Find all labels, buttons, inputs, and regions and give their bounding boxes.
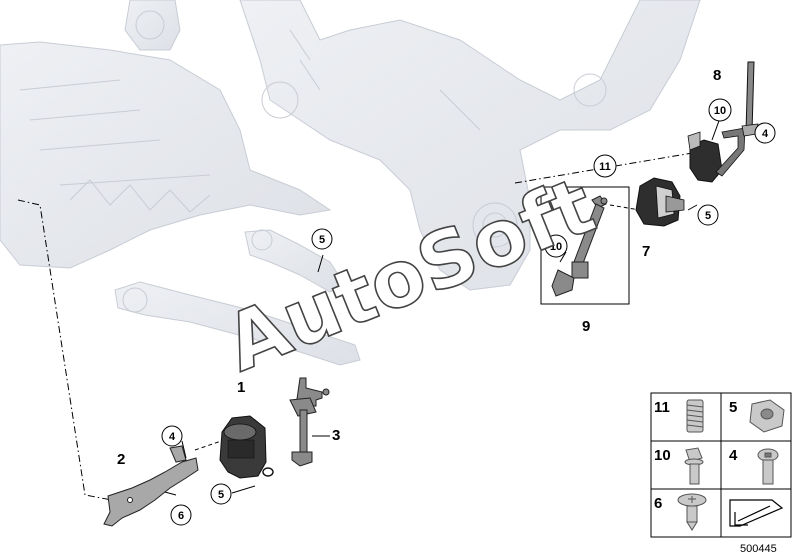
- part-9-sensor-assembly: [551, 195, 608, 297]
- legend-6: 6: [654, 495, 662, 512]
- circle-6: [170, 504, 192, 526]
- part-3-coupling-rod: [289, 377, 330, 467]
- circle-4-right: [754, 122, 776, 144]
- circle-10-top: [708, 98, 732, 122]
- callout-7: 7: [642, 243, 650, 260]
- callout-3: 3: [332, 427, 340, 444]
- callout-labels: 1 2 3 7 8 9: [117, 67, 721, 468]
- hex-nut-icon: [749, 399, 785, 433]
- subframe-ghost-details: [19, 10, 607, 313]
- legend-4: 4: [729, 447, 738, 464]
- legend-11: 11: [654, 399, 670, 416]
- part-2-bracket: [103, 445, 199, 527]
- callout-8: 8: [713, 67, 721, 84]
- callout-10-group: 10: [550, 241, 562, 253]
- callout-4-left: 4: [169, 431, 176, 443]
- arrow-indicator-icon: [729, 499, 784, 527]
- part-4-bracket-right: [687, 127, 746, 183]
- fastener-legend: 11 5 10 4 6: [650, 392, 792, 538]
- circle-4-left: [161, 425, 183, 447]
- circled-callout-text: 4 4 5 5 5 6 10 10 11: [169, 105, 769, 522]
- torx-screw-icon: [677, 493, 707, 531]
- callout-10-top: 10: [714, 105, 726, 117]
- subframe-ghost: [0, 0, 701, 366]
- circle-5-arm: [311, 228, 333, 250]
- callout-11: 11: [599, 161, 611, 173]
- part-8-rod: [741, 61, 759, 137]
- flange-bolt-icon: [684, 447, 704, 485]
- callout-4-right: 4: [762, 128, 769, 140]
- circled-callouts: [161, 98, 776, 526]
- circle-5-bottom: [210, 483, 232, 505]
- part-9-group-frame: [540, 186, 630, 305]
- callout-2: 2: [117, 451, 125, 468]
- diagram-number: 500445: [740, 543, 777, 555]
- legend-5: 5: [729, 399, 737, 416]
- legend-10: 10: [654, 447, 671, 464]
- circle-10-group: [544, 234, 568, 258]
- socket-screw-icon: [757, 448, 779, 485]
- callout-6: 6: [178, 510, 184, 522]
- part-7-mount: [635, 177, 685, 227]
- callout-9: 9: [582, 318, 590, 335]
- insert-icon: [686, 399, 704, 433]
- callout-5-right: 5: [705, 210, 711, 222]
- callout-5-arm: 5: [319, 234, 325, 246]
- callout-1: 1: [237, 379, 245, 396]
- circle-11: [593, 154, 617, 178]
- callout-5-bottom: 5: [218, 489, 224, 501]
- circle-5-right: [697, 204, 719, 226]
- part-1-sensor: [219, 415, 274, 479]
